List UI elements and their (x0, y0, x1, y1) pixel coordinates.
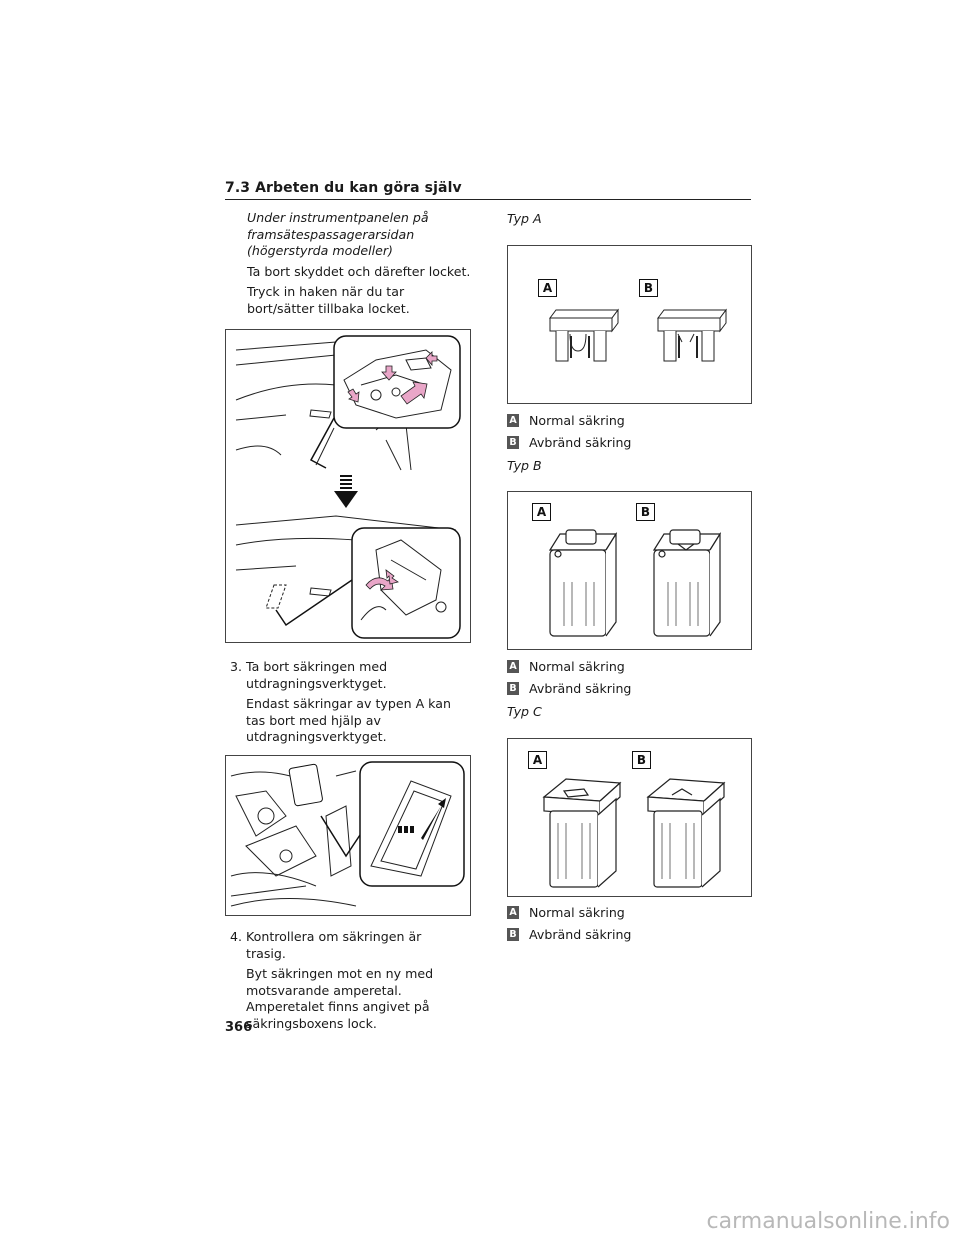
fuse-type-c-figure: A B (507, 738, 752, 897)
typ-c-label: Typ C (507, 704, 542, 719)
left-intro-block: Under instrumentpanelen på framsätespass… (247, 210, 472, 317)
step-4-number: 4. (230, 929, 243, 944)
typ-c-legend-a: A Normal säkring (507, 904, 625, 920)
legend-badge-b: B (507, 927, 519, 941)
cartridge-fuse-c-illustration (542, 778, 726, 888)
typ-c-legend-b: B Avbränd säkring (507, 926, 631, 942)
legend-normal-label: Normal säkring (529, 904, 625, 920)
fuse-type-a-figure: A B (507, 245, 752, 404)
typ-a-legend-a: A Normal säkring (507, 412, 625, 428)
cartridge-fuse-b-illustration (548, 529, 722, 637)
figure-badge-a: A (528, 751, 547, 769)
legend-badge-a: A (507, 413, 519, 427)
typ-b-legend-b: B Avbränd säkring (507, 680, 631, 696)
dashboard-illustration (235, 335, 461, 639)
intro-italic: Under instrumentpanelen på framsätespass… (247, 210, 429, 258)
step-4-title: Kontrollera om säkringen är trasig. (246, 929, 422, 961)
figure-badge-b: B (632, 751, 651, 769)
instruction-press-hook: Tryck in haken när du tar bort/sätter ti… (247, 284, 410, 316)
fuse-type-b-figure: A B (507, 491, 752, 650)
fuse-puller-figure (225, 755, 471, 916)
watermark: carmanualsonline.info (706, 1209, 950, 1234)
figure-badge-b: B (636, 503, 655, 521)
legend-burnt-label: Avbränd säkring (529, 680, 632, 696)
step-3-number: 3. (230, 659, 243, 674)
blade-fuse-illustration (549, 308, 727, 362)
engine-bay-illustration (230, 761, 465, 907)
typ-a-label: Typ A (507, 211, 542, 226)
page-number: 366 (225, 1020, 253, 1035)
step-3-body: Endast säkringar av typen A kan tas bort… (246, 696, 451, 744)
typ-b-label: Typ B (507, 458, 542, 473)
step-4-body: Byt säkringen mot en ny med motsvarande … (246, 966, 434, 1031)
figure-badge-a: A (532, 503, 551, 521)
instruction-remove-cover: Ta bort skyddet och därefter locket. (247, 263, 471, 279)
figure-badge-a: A (538, 279, 557, 297)
legend-badge-a: A (507, 659, 519, 673)
figure-badge-b: B (639, 279, 658, 297)
header-divider (225, 199, 751, 200)
legend-burnt-label: Avbränd säkring (529, 926, 632, 942)
legend-burnt-label: Avbränd säkring (529, 434, 632, 450)
legend-badge-b: B (507, 435, 519, 449)
legend-badge-a: A (507, 905, 519, 919)
legend-normal-label: Normal säkring (529, 658, 625, 674)
step-3-title: Ta bort säkringen med utdragningsverktyg… (246, 659, 388, 691)
typ-a-legend-b: B Avbränd säkring (507, 434, 631, 450)
legend-normal-label: Normal säkring (529, 412, 625, 428)
legend-badge-b: B (507, 681, 519, 695)
dashboard-cover-figure (225, 329, 471, 643)
typ-b-legend-a: A Normal säkring (507, 658, 625, 674)
section-header: 7.3 Arbeten du kan göra själv (225, 180, 462, 196)
